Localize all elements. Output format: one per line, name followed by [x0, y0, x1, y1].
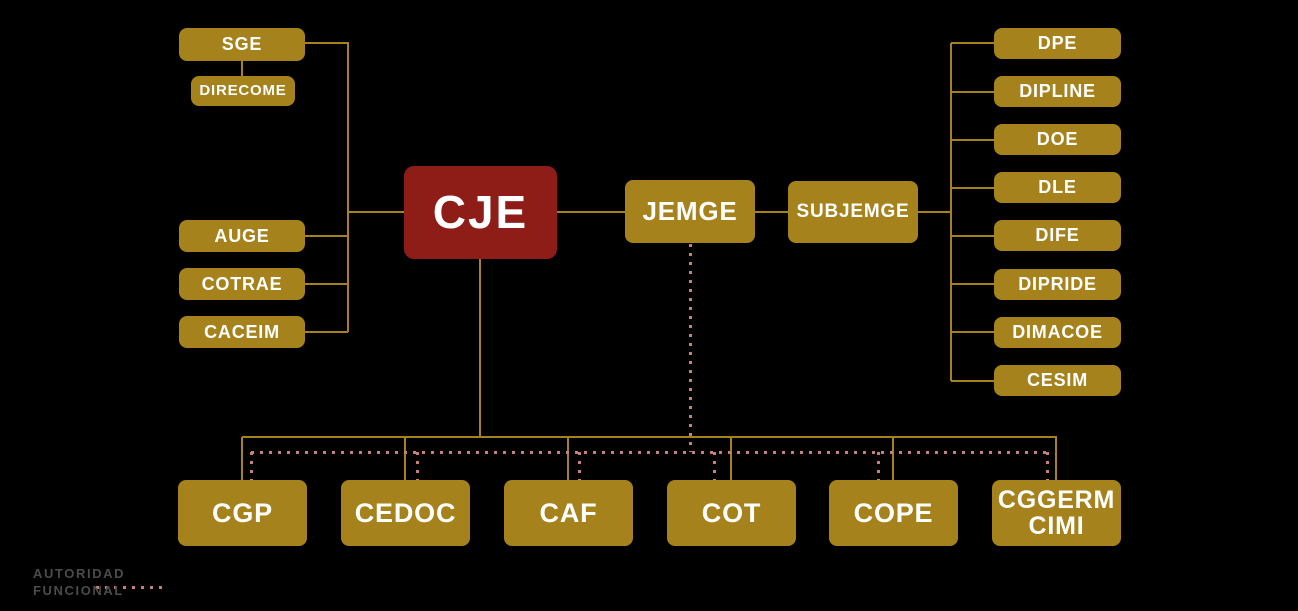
sge-to-left-spine [304, 42, 349, 44]
node-subjemge: SUBJEMGE [788, 181, 918, 243]
dipline-stub [951, 91, 994, 93]
jemge-to-subjemge [755, 211, 788, 213]
cggerm-drop [1055, 437, 1057, 480]
cotrae-stub [304, 283, 348, 285]
node-jemge: JEMGE [625, 180, 755, 243]
cggerm-functional-drop [1045, 452, 1049, 480]
node-dle: DLE [994, 172, 1121, 203]
legend-autoridad-funcional: AUTORIDAD FUNCIONAL [33, 566, 125, 600]
legend-line2: FUNCIONAL [33, 582, 124, 598]
cesim-stub [951, 380, 994, 382]
bottom-bus [242, 436, 1057, 438]
legend-line1: AUTORIDAD [33, 566, 126, 581]
node-dipride: DIPRIDE [994, 269, 1121, 300]
sge-to-direcome [241, 59, 243, 77]
node-direcome: DIRECOME [191, 76, 295, 106]
legend-dotted-line [96, 585, 163, 589]
cje-to-jemge [557, 211, 625, 213]
node-cggerm-cimi: CGGERM CIMI [992, 480, 1121, 546]
node-dipline: DIPLINE [994, 76, 1121, 107]
dife-stub [951, 235, 994, 237]
node-auge: AUGE [179, 220, 305, 252]
node-cotrae: COTRAE [179, 268, 305, 300]
cgp-functional-drop [249, 452, 253, 480]
node-cgp: CGP [178, 480, 307, 546]
cot-functional-drop [712, 452, 716, 480]
jemge-functional-down [688, 244, 692, 452]
node-cedoc: CEDOC [341, 480, 470, 546]
cot-drop [730, 437, 732, 480]
cope-functional-drop [876, 452, 880, 480]
caf-functional-drop [577, 452, 581, 480]
node-dimacoe: DIMACOE [994, 317, 1121, 348]
left-spine [347, 43, 349, 332]
functional-bus [251, 450, 1047, 454]
node-cesim: CESIM [994, 365, 1121, 396]
node-caf: CAF [504, 480, 633, 546]
node-cje: CJE [404, 166, 557, 259]
node-doe: DOE [994, 124, 1121, 155]
dpe-stub [951, 42, 994, 44]
node-sge: SGE [179, 28, 305, 61]
auge-stub [304, 235, 348, 237]
dipride-stub [951, 283, 994, 285]
node-cot: COT [667, 480, 796, 546]
dle-stub [951, 187, 994, 189]
cedoc-functional-drop [415, 452, 419, 480]
cgp-drop [241, 437, 243, 480]
node-cope: COPE [829, 480, 958, 546]
caf-drop [567, 437, 569, 480]
node-dpe: DPE [994, 28, 1121, 59]
subjemge-to-right-spine [918, 211, 951, 213]
cope-drop [892, 437, 894, 480]
cedoc-drop [404, 437, 406, 480]
cje-down [479, 259, 481, 438]
doe-stub [951, 139, 994, 141]
right-spine [950, 43, 952, 381]
node-caceim: CACEIM [179, 316, 305, 348]
left-spine-to-cje [348, 211, 404, 213]
dimacoe-stub [951, 331, 994, 333]
node-dife: DIFE [994, 220, 1121, 251]
caceim-stub [304, 331, 348, 333]
